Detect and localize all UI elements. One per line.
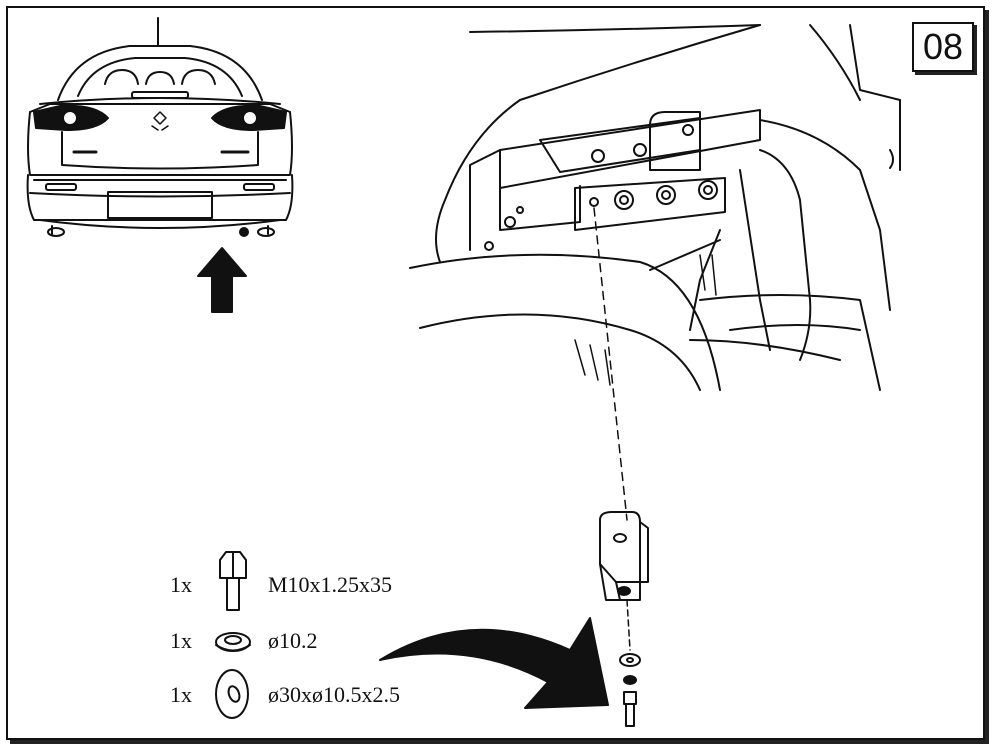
diagram-frame: [6, 6, 985, 740]
chassis-detail: [409, 24, 901, 391]
step-number-badge: 08: [912, 22, 974, 72]
lock-washer-icon: [215, 632, 251, 652]
part-spec: M10x1.25x35: [268, 572, 393, 597]
curved-arrow-icon: [379, 617, 609, 709]
part-spec: ø10.2: [268, 628, 318, 653]
flat-washer-icon: [215, 669, 249, 719]
l-bracket: [599, 511, 649, 601]
part-qty: 1x: [170, 628, 192, 653]
bolt-icon: [219, 551, 247, 611]
hardware-stack: [619, 653, 641, 727]
part-qty: 1x: [170, 682, 192, 707]
part-qty: 1x: [170, 572, 192, 597]
part-spec: ø30xø10.5x2.5: [268, 682, 400, 707]
car-rear-view: [26, 17, 294, 237]
up-arrow-icon: [197, 247, 247, 313]
